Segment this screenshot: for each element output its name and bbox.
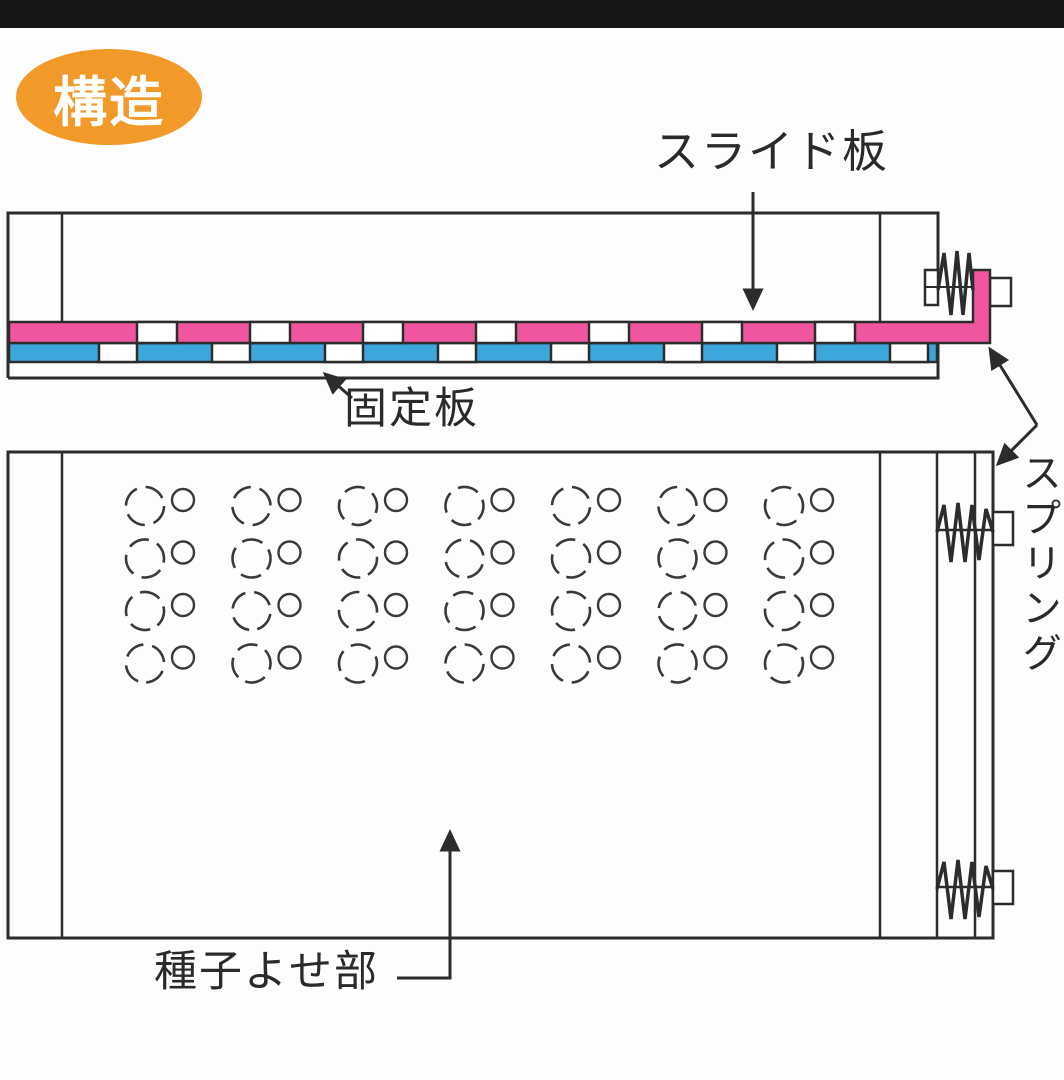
- seed-box-spring-lower: [935, 859, 1015, 920]
- seed-box: [6, 450, 995, 940]
- seed-hole-large: [550, 590, 592, 632]
- structure-badge: 構造: [16, 49, 202, 145]
- slide-plate-notches: [135, 320, 857, 345]
- seed-hole-large: [763, 590, 805, 632]
- fixed-plate-label: 固定板: [344, 385, 479, 433]
- seed-hole-large: [657, 590, 698, 632]
- seed-hole-small: [809, 540, 835, 565]
- slide-plate-notch: [474, 320, 518, 345]
- seed-hole-large: [657, 643, 698, 684]
- seed-hole-small: [596, 487, 622, 513]
- spring-label: スプリング: [1016, 452, 1060, 677]
- seed-gathering-label: 種子よせ部: [154, 948, 379, 996]
- fixed-plate-gap: [210, 341, 252, 364]
- seed-hole-small: [703, 645, 728, 670]
- seed-hole-large: [444, 590, 485, 632]
- seed-hole-large: [337, 643, 379, 684]
- seed-hole-small: [383, 645, 409, 670]
- slide-plate-notch: [700, 320, 744, 345]
- seed-hole-small: [490, 645, 515, 670]
- fixed-plate-gap: [97, 341, 139, 364]
- slide-plate-notch: [135, 320, 179, 345]
- seed-hole-large: [337, 485, 379, 527]
- fixed-plate-gap: [888, 341, 930, 364]
- spring-knob-top: [988, 276, 1013, 308]
- seed-hole-small: [277, 592, 302, 618]
- top-spring-coil: [936, 250, 975, 316]
- seed-hole-large: [444, 643, 485, 684]
- seed-hole-large: [231, 643, 272, 684]
- slide-plate-label: スライド板: [654, 126, 890, 177]
- spring-knob-upper: [991, 510, 1015, 547]
- seed-hole-small: [277, 540, 302, 565]
- seed-hole-small: [596, 645, 622, 670]
- seed-hole-large: [124, 590, 166, 632]
- seed-hole-large: [550, 538, 592, 579]
- letterbox-bar: [0, 0, 1064, 28]
- seed-hole-large: [657, 538, 698, 579]
- seed-spring-coil-upper: [935, 502, 995, 563]
- seed-hole-large: [550, 485, 592, 527]
- seed-hole-large: [444, 485, 485, 527]
- spring-arrow-upper: [988, 346, 1039, 426]
- seed-hole-small: [490, 487, 515, 513]
- seed-hole-large: [231, 590, 272, 632]
- seed-hole-small: [383, 487, 409, 513]
- seed-hole-large: [124, 643, 166, 684]
- seed-hole-large: [231, 485, 272, 527]
- seed-hole-large: [124, 538, 166, 579]
- seed-hole-large: [550, 643, 592, 684]
- seed-hole-large: [337, 538, 379, 579]
- fixed-plate-gap: [323, 341, 365, 364]
- seed-hole-small: [277, 487, 302, 513]
- seed-hole-grid: [124, 485, 835, 684]
- seed-box-outline: [6, 450, 995, 940]
- slide-plate-notch: [587, 320, 631, 345]
- seed-hole-small: [809, 592, 835, 618]
- seed-hole-small: [170, 645, 196, 670]
- seed-hole-small: [490, 592, 515, 618]
- seed-hole-large: [231, 538, 272, 579]
- seed-hole-small: [490, 540, 515, 565]
- seed-hole-small: [383, 540, 409, 565]
- seed-hole-small: [383, 592, 409, 618]
- seed-hole-small: [703, 540, 728, 565]
- seed-hole-small: [170, 487, 196, 513]
- seed-gathering-arrow: [397, 829, 461, 980]
- seed-hole-small: [596, 540, 622, 565]
- seed-hole-large: [337, 590, 379, 632]
- seed-hole-large: [444, 538, 485, 579]
- slide-plate-notch: [248, 320, 292, 345]
- seed-spring-coil-lower: [935, 859, 995, 920]
- annotation-arrows: [322, 192, 1039, 980]
- fixed-plate-gap: [775, 341, 817, 364]
- fixed-plate-arrow: [322, 372, 353, 400]
- seed-hole-large: [763, 643, 805, 684]
- top-spring: [923, 250, 975, 316]
- seed-hole-small: [809, 645, 835, 670]
- seed-hole-large: [763, 485, 805, 527]
- slide-plate-notch: [813, 320, 857, 345]
- seed-box-spring-upper: [935, 502, 1015, 563]
- structure-badge-label: 構造: [53, 72, 165, 133]
- fixed-plate-gap: [549, 341, 591, 364]
- slide-plate: [7, 268, 1013, 345]
- spring-knob-lower: [991, 869, 1015, 906]
- seed-hole-small: [170, 540, 196, 565]
- fixed-plate: [7, 341, 939, 364]
- seed-hole-small: [703, 592, 728, 618]
- seed-hole-small: [277, 645, 302, 670]
- slide-plate-notch: [361, 320, 405, 345]
- fixed-plate-gap: [662, 341, 704, 364]
- seed-hole-small: [170, 592, 196, 618]
- spring-arrow-lower: [995, 423, 1039, 467]
- seed-hole-small: [809, 487, 835, 513]
- seed-hole-large: [763, 538, 805, 579]
- fixed-plate-gap: [436, 341, 478, 364]
- seed-hole-small: [596, 592, 622, 618]
- seed-hole-small: [703, 487, 728, 513]
- seed-hole-large: [124, 485, 166, 527]
